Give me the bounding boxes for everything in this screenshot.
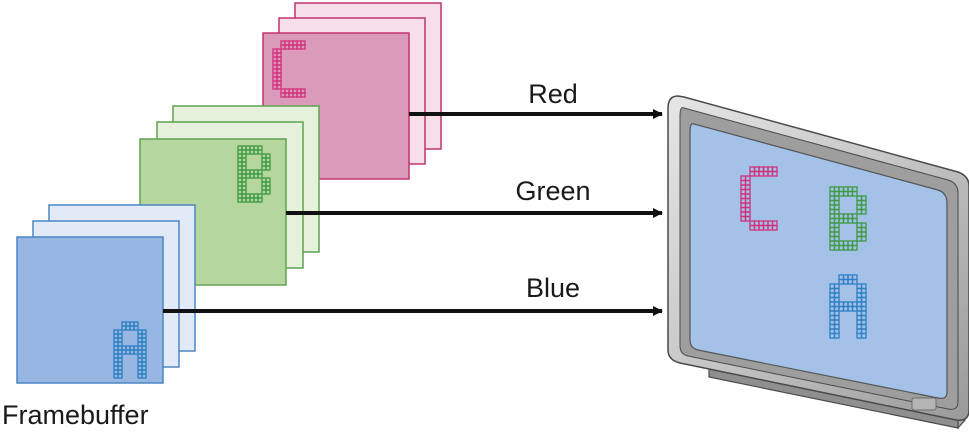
glyph-pixel (771, 224, 778, 231)
green-channel-label: Green (515, 176, 590, 206)
blue-channel-label: Blue (526, 273, 580, 303)
glyph-pixel (744, 215, 751, 222)
glyph-pixel (265, 165, 271, 171)
blue-plane-stack (16, 204, 196, 384)
glyph-pixel (117, 373, 123, 379)
screen-letter-a-glyph (829, 274, 867, 339)
glyph-pixel (851, 217, 858, 224)
monitor-screen (689, 123, 948, 399)
glyph-pixel (300, 92, 306, 98)
glyph-pixel (257, 149, 263, 155)
letter-a-glyph (113, 321, 147, 379)
letter-c-glyph (272, 40, 306, 98)
red-channel-label: Red (528, 79, 578, 109)
glyph-pixel (851, 190, 858, 197)
glyph-pixel (771, 170, 778, 177)
blue-plane-front (16, 236, 164, 384)
glyph-pixel (265, 189, 271, 195)
glyph-pixel (860, 332, 867, 339)
framebuffer-label: Framebuffer (2, 400, 149, 430)
glyph-pixel (257, 173, 263, 179)
glyph-pixel (257, 197, 263, 203)
screen-letter-b-glyph (829, 186, 867, 251)
monitor-power-button (911, 397, 937, 411)
monitor (667, 95, 969, 430)
glyph-pixel (141, 373, 147, 379)
glyph-pixel (851, 278, 858, 285)
glyph-pixel (276, 84, 282, 90)
screen-letter-c-glyph (740, 166, 778, 231)
glyph-pixel (860, 208, 867, 215)
glyph-pixel (833, 332, 840, 339)
glyph-pixel (851, 244, 858, 251)
glyph-pixel (300, 44, 306, 50)
letter-b-glyph (237, 145, 271, 203)
glyph-pixel (860, 235, 867, 242)
glyph-pixel (133, 325, 139, 331)
